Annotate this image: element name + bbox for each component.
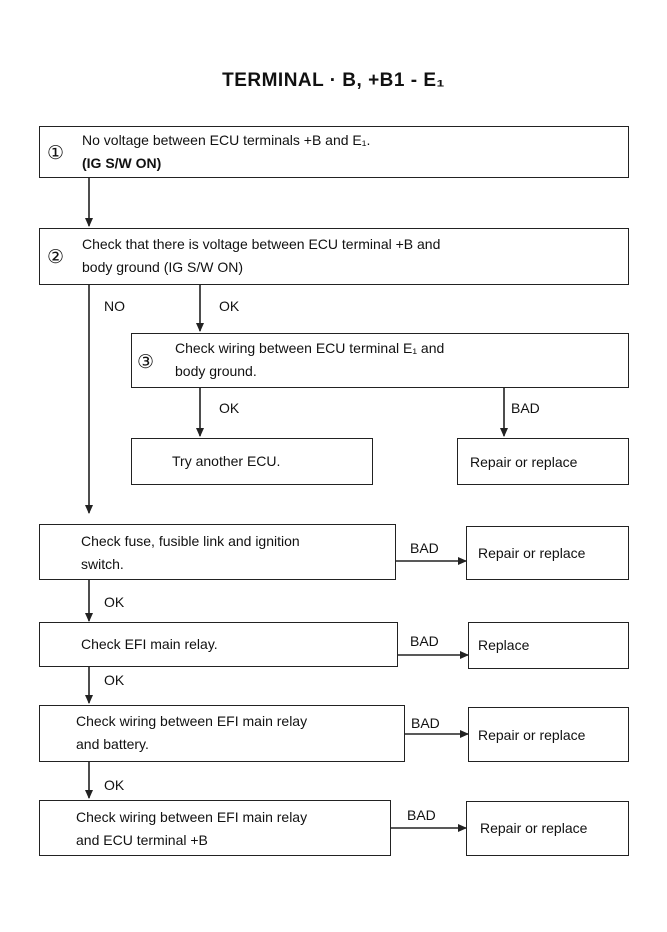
step-3-line2: body ground. [175, 363, 257, 380]
replace-text: Replace [478, 637, 530, 653]
check-ecu-wiring-line1: Check wiring between EFI main relay [76, 809, 308, 825]
repair-replace-box-1: Repair or replace [457, 438, 629, 485]
check-ecu-wiring-box: Check wiring between EFI main relay and … [39, 800, 391, 856]
page-title: TERMINAL · B, +B1 - E₁ [222, 70, 445, 91]
step-2-number: ② [47, 247, 65, 268]
check-relay-text: Check EFI main relay. [81, 636, 218, 652]
check-fuse-line2: switch. [81, 556, 124, 573]
step-3-text: Check wiring between ECU terminal E₁ and… [175, 337, 444, 383]
replace-box: Replace [468, 622, 629, 669]
try-another-ecu-box: Try another ECU. [131, 438, 373, 485]
step-1-line2: (IG S/W ON) [82, 155, 162, 172]
check-ecu-wiring-line2: and ECU terminal +B [76, 832, 208, 849]
try-another-ecu-text: Try another ECU. [172, 453, 281, 469]
label-ok-fuse: OK [104, 594, 125, 610]
step-2-line2: body ground (IG S/W ON) [82, 259, 244, 276]
check-battery-line2: and battery. [76, 736, 149, 753]
step-1-line1: No voltage between ECU terminals +B and … [82, 132, 371, 148]
step-2-line1: Check that there is voltage between ECU … [82, 236, 441, 252]
label-bad-relay: BAD [410, 633, 439, 649]
check-battery-wiring-box: Check wiring between EFI main relay and … [39, 705, 405, 762]
step-2-text: Check that there is voltage between ECU … [82, 233, 440, 279]
repair-replace-text-3: Repair or replace [478, 727, 586, 743]
repair-replace-text-4: Repair or replace [480, 820, 588, 836]
repair-replace-box-3: Repair or replace [468, 707, 629, 762]
label-ok-battery: OK [104, 777, 125, 793]
repair-replace-box-2: Repair or replace [466, 526, 629, 580]
check-fuse-box: Check fuse, fusible link and ignition sw… [39, 524, 396, 580]
check-battery-wiring-text: Check wiring between EFI main relay and … [76, 710, 307, 756]
label-ok-relay: OK [104, 672, 125, 688]
step-1-text: No voltage between ECU terminals +B and … [82, 129, 370, 175]
step-3-number: ③ [137, 352, 155, 373]
label-ok-2-to-3: OK [219, 298, 240, 314]
label-ok-3-to-ecu: OK [219, 400, 240, 416]
step-3-box: ③ Check wiring between ECU terminal E₁ a… [131, 333, 629, 388]
label-bad-battery: BAD [411, 715, 440, 731]
label-bad-ecu-wiring: BAD [407, 807, 436, 823]
label-no: NO [104, 298, 125, 314]
check-fuse-text: Check fuse, fusible link and ignition sw… [81, 530, 300, 576]
check-relay-box: Check EFI main relay. [39, 622, 398, 667]
step-1-number: ① [47, 143, 65, 164]
label-bad-fuse: BAD [410, 540, 439, 556]
repair-replace-text-2: Repair or replace [478, 545, 586, 561]
label-bad-3-to-repair: BAD [511, 400, 540, 416]
repair-replace-box-4: Repair or replace [466, 801, 629, 856]
step-2-box: ② Check that there is voltage between EC… [39, 228, 629, 285]
step-3-line1: Check wiring between ECU terminal E₁ and [175, 340, 445, 356]
check-ecu-wiring-text: Check wiring between EFI main relay and … [76, 806, 307, 852]
step-1-box: ① No voltage between ECU terminals +B an… [39, 126, 629, 178]
check-fuse-line1: Check fuse, fusible link and ignition [81, 533, 300, 549]
repair-replace-text-1: Repair or replace [470, 454, 578, 470]
check-battery-line1: Check wiring between EFI main relay [76, 713, 308, 729]
